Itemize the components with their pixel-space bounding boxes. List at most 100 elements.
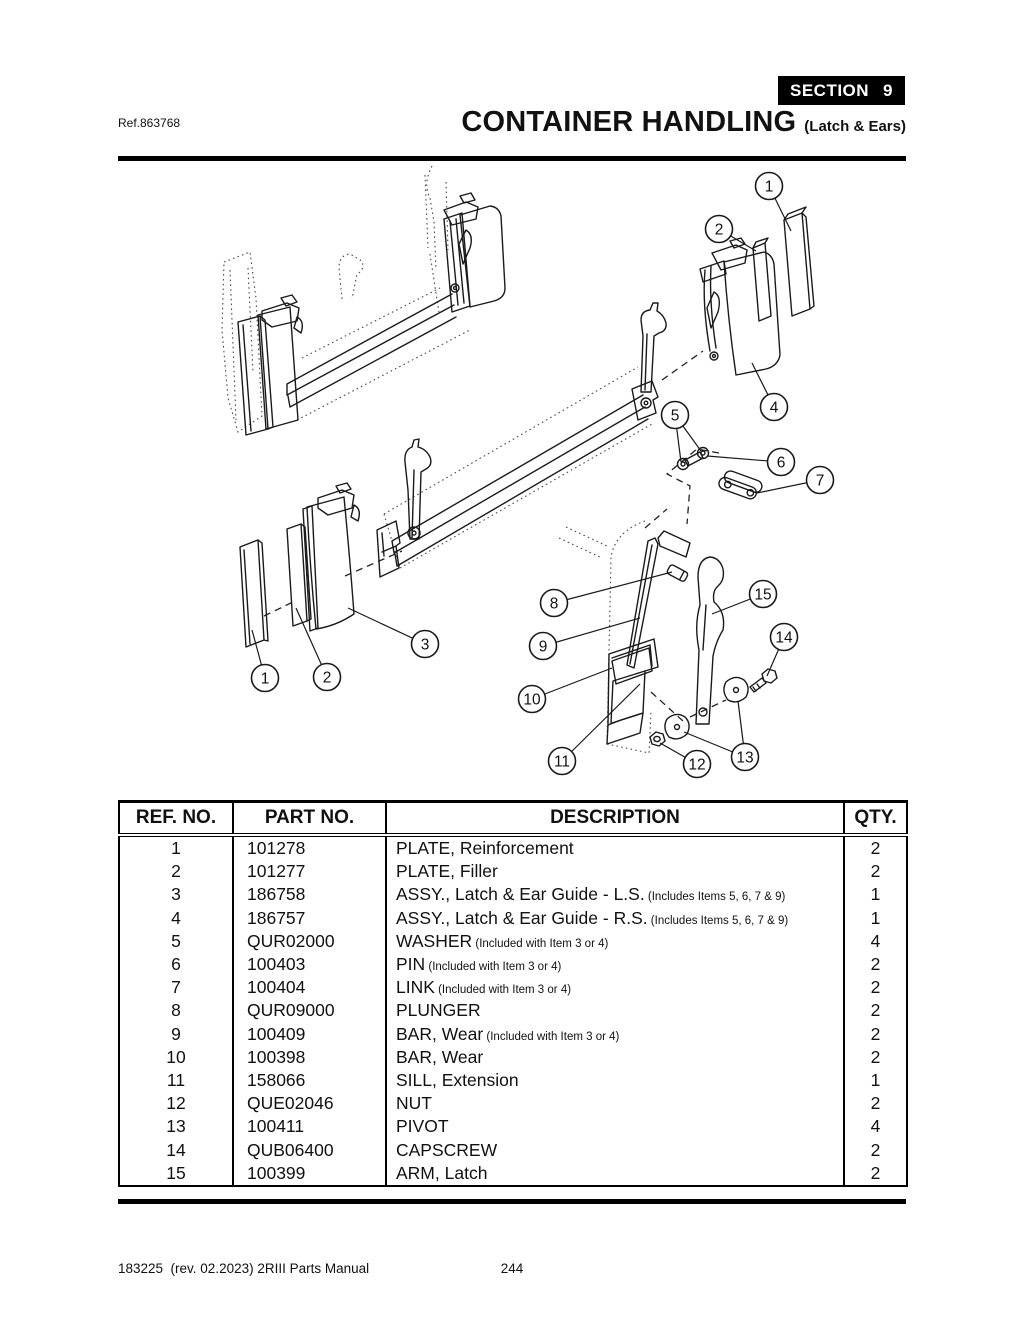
cell-qty: 2: [843, 1138, 908, 1162]
lower-rail-right-latch-arm: [631, 302, 667, 421]
header-ref-no: REF. NO.: [118, 801, 234, 837]
cell-part-no: 186757: [232, 906, 387, 930]
description-note: (Includes Items 5, 6, 7 & 9): [647, 914, 789, 927]
cell-qty: 2: [843, 952, 908, 977]
cell-qty: 2: [843, 1092, 908, 1116]
cell-qty: 2: [843, 999, 908, 1023]
cell-part-no: 100399: [232, 1161, 387, 1186]
description-note: (Included with Item 3 or 4): [434, 984, 572, 997]
cell-description: PIN (Included with Item 3 or 4): [385, 952, 845, 977]
description-text: LINK: [396, 977, 435, 998]
callout-1: [250, 663, 280, 693]
cell-ref-no: 9: [118, 1022, 234, 1046]
footer-rule: [118, 1199, 906, 1204]
description-text: PIN: [396, 954, 426, 975]
description-note: (Included with Item 3 or 4): [483, 1030, 620, 1043]
ls-plate-cluster: [239, 482, 361, 648]
callout-4: [759, 392, 789, 422]
cell-part-no: QUR02000: [232, 929, 387, 953]
cell-part-no: QUR09000: [232, 999, 387, 1023]
callout-14: [769, 622, 799, 652]
cell-ref-no: 6: [118, 952, 234, 977]
callout-number: 11: [554, 754, 570, 771]
cell-ref-no: 1: [118, 835, 234, 861]
section-badge: SECTION 9: [778, 76, 905, 105]
callout-number: 13: [736, 750, 753, 767]
cell-description: NUT: [385, 1092, 845, 1116]
description-text: PLUNGER: [396, 1000, 481, 1021]
cell-part-no: 101277: [232, 860, 387, 884]
cell-qty: 2: [843, 1022, 908, 1046]
cell-description: PLATE, Reinforcement: [385, 835, 845, 861]
cell-ref-no: 5: [118, 929, 234, 953]
cell-description: LINK (Included with Item 3 or 4): [385, 976, 845, 1000]
callout-6: [766, 447, 796, 477]
page-subtitle: (Latch & Ears): [804, 118, 906, 135]
cell-ref-no: 13: [118, 1115, 234, 1139]
cell-description: ASSY., Latch & Ear Guide - L.S. (Include…: [385, 883, 845, 907]
cell-description: WASHER (Included with Item 3 or 4): [385, 929, 845, 953]
callout-number: 9: [539, 639, 548, 656]
cell-ref-no: 11: [118, 1068, 234, 1093]
callout-number: 14: [775, 630, 793, 647]
description-text: BAR, Wear: [396, 1046, 484, 1067]
description-text: BAR, Wear: [396, 1023, 484, 1044]
cell-part-no: 100411: [232, 1115, 387, 1139]
callout-5: [660, 400, 690, 430]
description-text: PIVOT: [396, 1116, 449, 1137]
cell-part-no: 100409: [232, 1022, 387, 1046]
cell-qty: 1: [843, 883, 908, 907]
page-title-group: CONTAINER HANDLING (Latch & Ears): [461, 106, 906, 139]
callout-12: [682, 749, 712, 779]
callout-number: 6: [777, 455, 786, 472]
cell-ref-no: 4: [118, 906, 234, 930]
upper-right-guide-plate: [443, 192, 506, 313]
description-text: SILL, Extension: [396, 1069, 519, 1090]
cell-part-no: 100403: [232, 952, 387, 977]
cell-description: PLATE, Filler: [385, 860, 845, 884]
callout-7: [805, 465, 835, 495]
cell-ref-no: 2: [118, 860, 234, 884]
cell-qty: 1: [843, 906, 908, 930]
callout-1: [754, 171, 784, 201]
callout-9: [528, 631, 558, 661]
description-note: (Included with Item 3 or 4): [425, 961, 562, 974]
cell-qty: 2: [843, 835, 908, 861]
description-note: (Includes Items 5, 6, 7 & 9): [644, 891, 786, 904]
cell-description: PIVOT: [385, 1115, 845, 1139]
cell-part-no: 100404: [232, 976, 387, 1000]
callout-11: [547, 746, 577, 776]
upper-left-guide-plate: [237, 294, 304, 436]
cell-part-no: 186758: [232, 883, 387, 907]
description-note: (Included with Item 3 or 4): [472, 937, 609, 950]
callout-number: 1: [765, 179, 774, 196]
callout-number: 3: [421, 637, 430, 654]
lower-rail: [376, 394, 649, 578]
callout-number: 5: [671, 408, 680, 425]
callout-number: 10: [523, 692, 541, 709]
callout-number: 8: [550, 596, 559, 613]
section-label: SECTION: [790, 80, 870, 100]
callout-leader-line: [561, 683, 641, 762]
callout-number: 12: [688, 757, 705, 774]
header-qty: QTY.: [843, 801, 908, 837]
cell-part-no: 101278: [232, 835, 387, 861]
washer-pin-link-group: [676, 446, 763, 500]
description-text: ASSY., Latch & Ear Guide - R.S.: [396, 907, 648, 928]
reinforcement-plate-top: [783, 206, 815, 317]
cell-ref-no: 15: [118, 1161, 234, 1186]
